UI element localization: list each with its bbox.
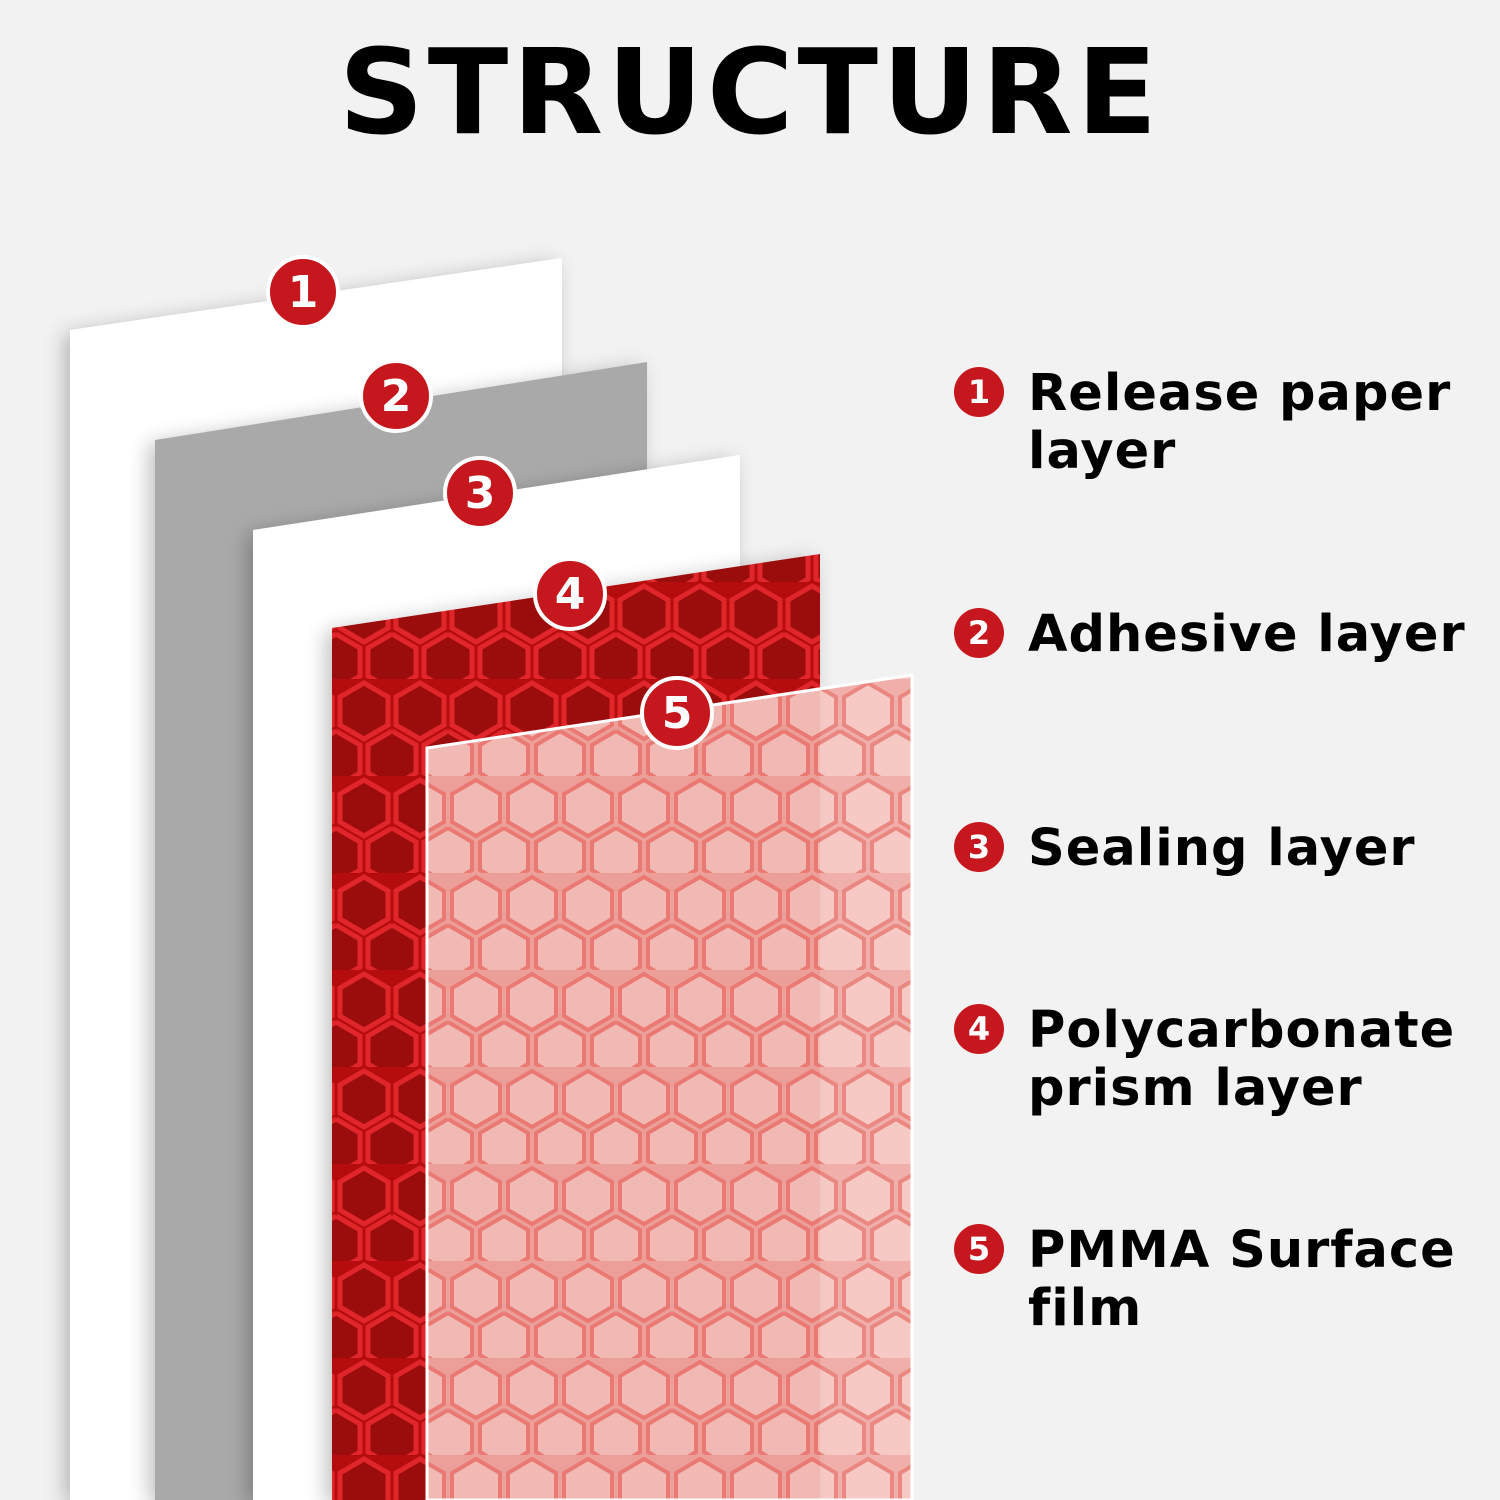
badge-4: 4	[533, 557, 607, 631]
badge-4-number: 4	[555, 569, 586, 620]
legend-label-2: Adhesive layer	[1028, 605, 1466, 664]
badge-3-number: 3	[465, 468, 496, 519]
page-title: STRUCTURE	[338, 23, 1162, 161]
badge-5: 5	[640, 676, 714, 750]
badge-2: 2	[359, 359, 433, 433]
legend-label-3: Sealing layer	[1028, 819, 1416, 878]
badge-2-number: 2	[381, 371, 412, 422]
badge-1-number: 1	[288, 267, 319, 318]
legend-number-1: 1	[954, 367, 1004, 417]
legend-number-5: 5	[954, 1224, 1004, 1274]
legend-label-1: Release paper layer	[1028, 364, 1452, 481]
badge-3: 3	[443, 456, 517, 530]
badge-1: 1	[266, 255, 340, 329]
badge-5-number: 5	[662, 688, 693, 739]
legend-label-5: PMMA Surface film	[1028, 1221, 1456, 1338]
surface-film-sheet	[425, 673, 914, 1500]
legend-number-3: 3	[954, 822, 1004, 872]
legend-number-4: 4	[954, 1004, 1004, 1054]
legend-number-2: 2	[954, 608, 1004, 658]
legend-label-4: Polycarbonate prism layer	[1028, 1001, 1456, 1118]
